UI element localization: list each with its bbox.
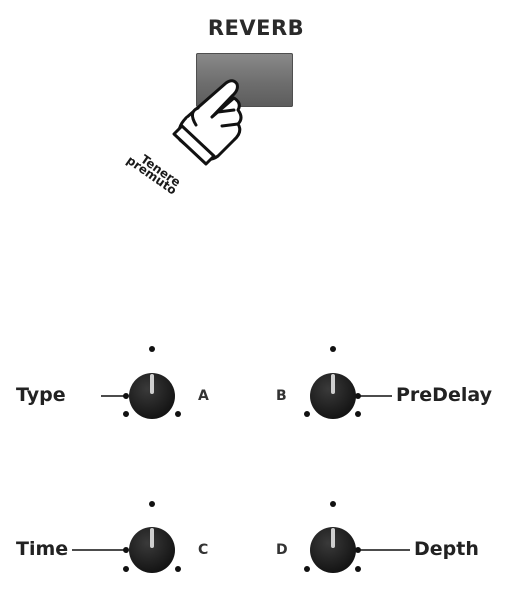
knob-b[interactable] bbox=[304, 346, 392, 419]
knob-c[interactable] bbox=[72, 501, 181, 573]
knob-a-name: Type bbox=[16, 384, 66, 406]
knob-d-name: Depth bbox=[414, 538, 479, 560]
knob-c-name: Time bbox=[16, 538, 69, 560]
knob-b-name: PreDelay bbox=[396, 384, 492, 406]
reverb-title: REVERB bbox=[207, 16, 305, 40]
knob-d-letter: D bbox=[276, 542, 288, 558]
knob-a[interactable] bbox=[101, 346, 181, 419]
knob-c-letter: C bbox=[198, 542, 209, 558]
knob-d[interactable] bbox=[304, 501, 410, 573]
knob-b-letter: B bbox=[276, 388, 287, 404]
knob-a-letter: A bbox=[198, 388, 209, 404]
